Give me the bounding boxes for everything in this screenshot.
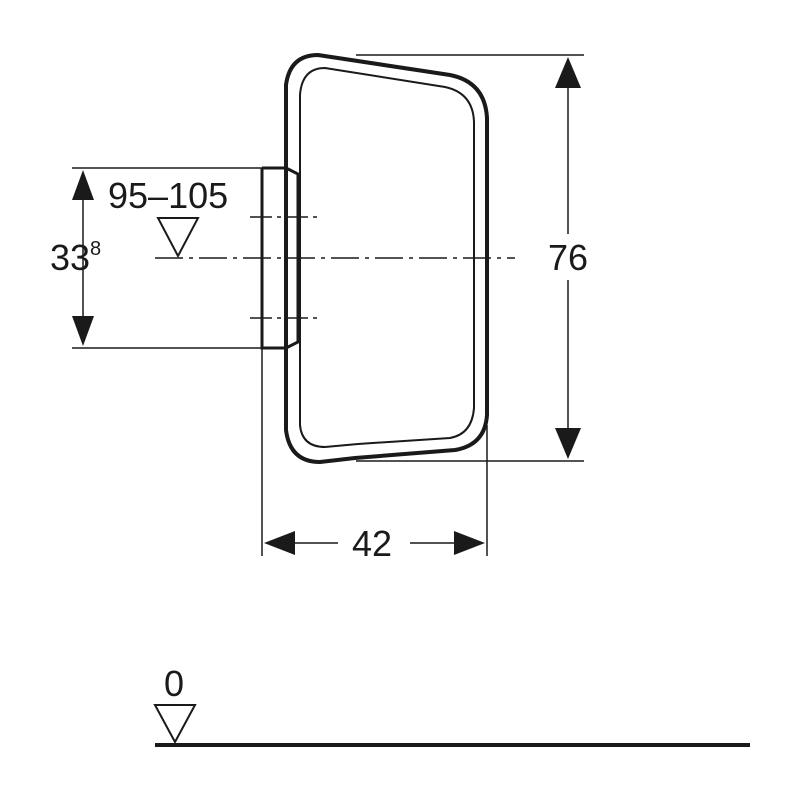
rim-height-label: 95–105 (108, 175, 228, 216)
floor-level-label: 0 (164, 663, 184, 704)
arrow-height-down (555, 428, 581, 459)
arrow-outlet-down (72, 316, 94, 346)
height-label: 76 (548, 237, 588, 278)
arrow-outlet-up (72, 170, 94, 200)
urinal-inner-bowl-outline (299, 66, 475, 449)
floor-level-triangle-icon (153, 704, 197, 745)
arrow-height-up (555, 57, 581, 88)
outlet-height-value: 33 (50, 237, 90, 278)
outlet-height-superscript: 8 (90, 238, 101, 260)
rim-level-triangle-icon (156, 217, 200, 259)
urinal-outer-outline (284, 52, 489, 465)
arrow-depth-left (264, 531, 295, 555)
arrow-depth-right (454, 531, 485, 555)
height-label-backdrop (545, 234, 595, 280)
depth-label: 42 (352, 523, 392, 564)
outlet-height-label: 338 (50, 237, 101, 278)
